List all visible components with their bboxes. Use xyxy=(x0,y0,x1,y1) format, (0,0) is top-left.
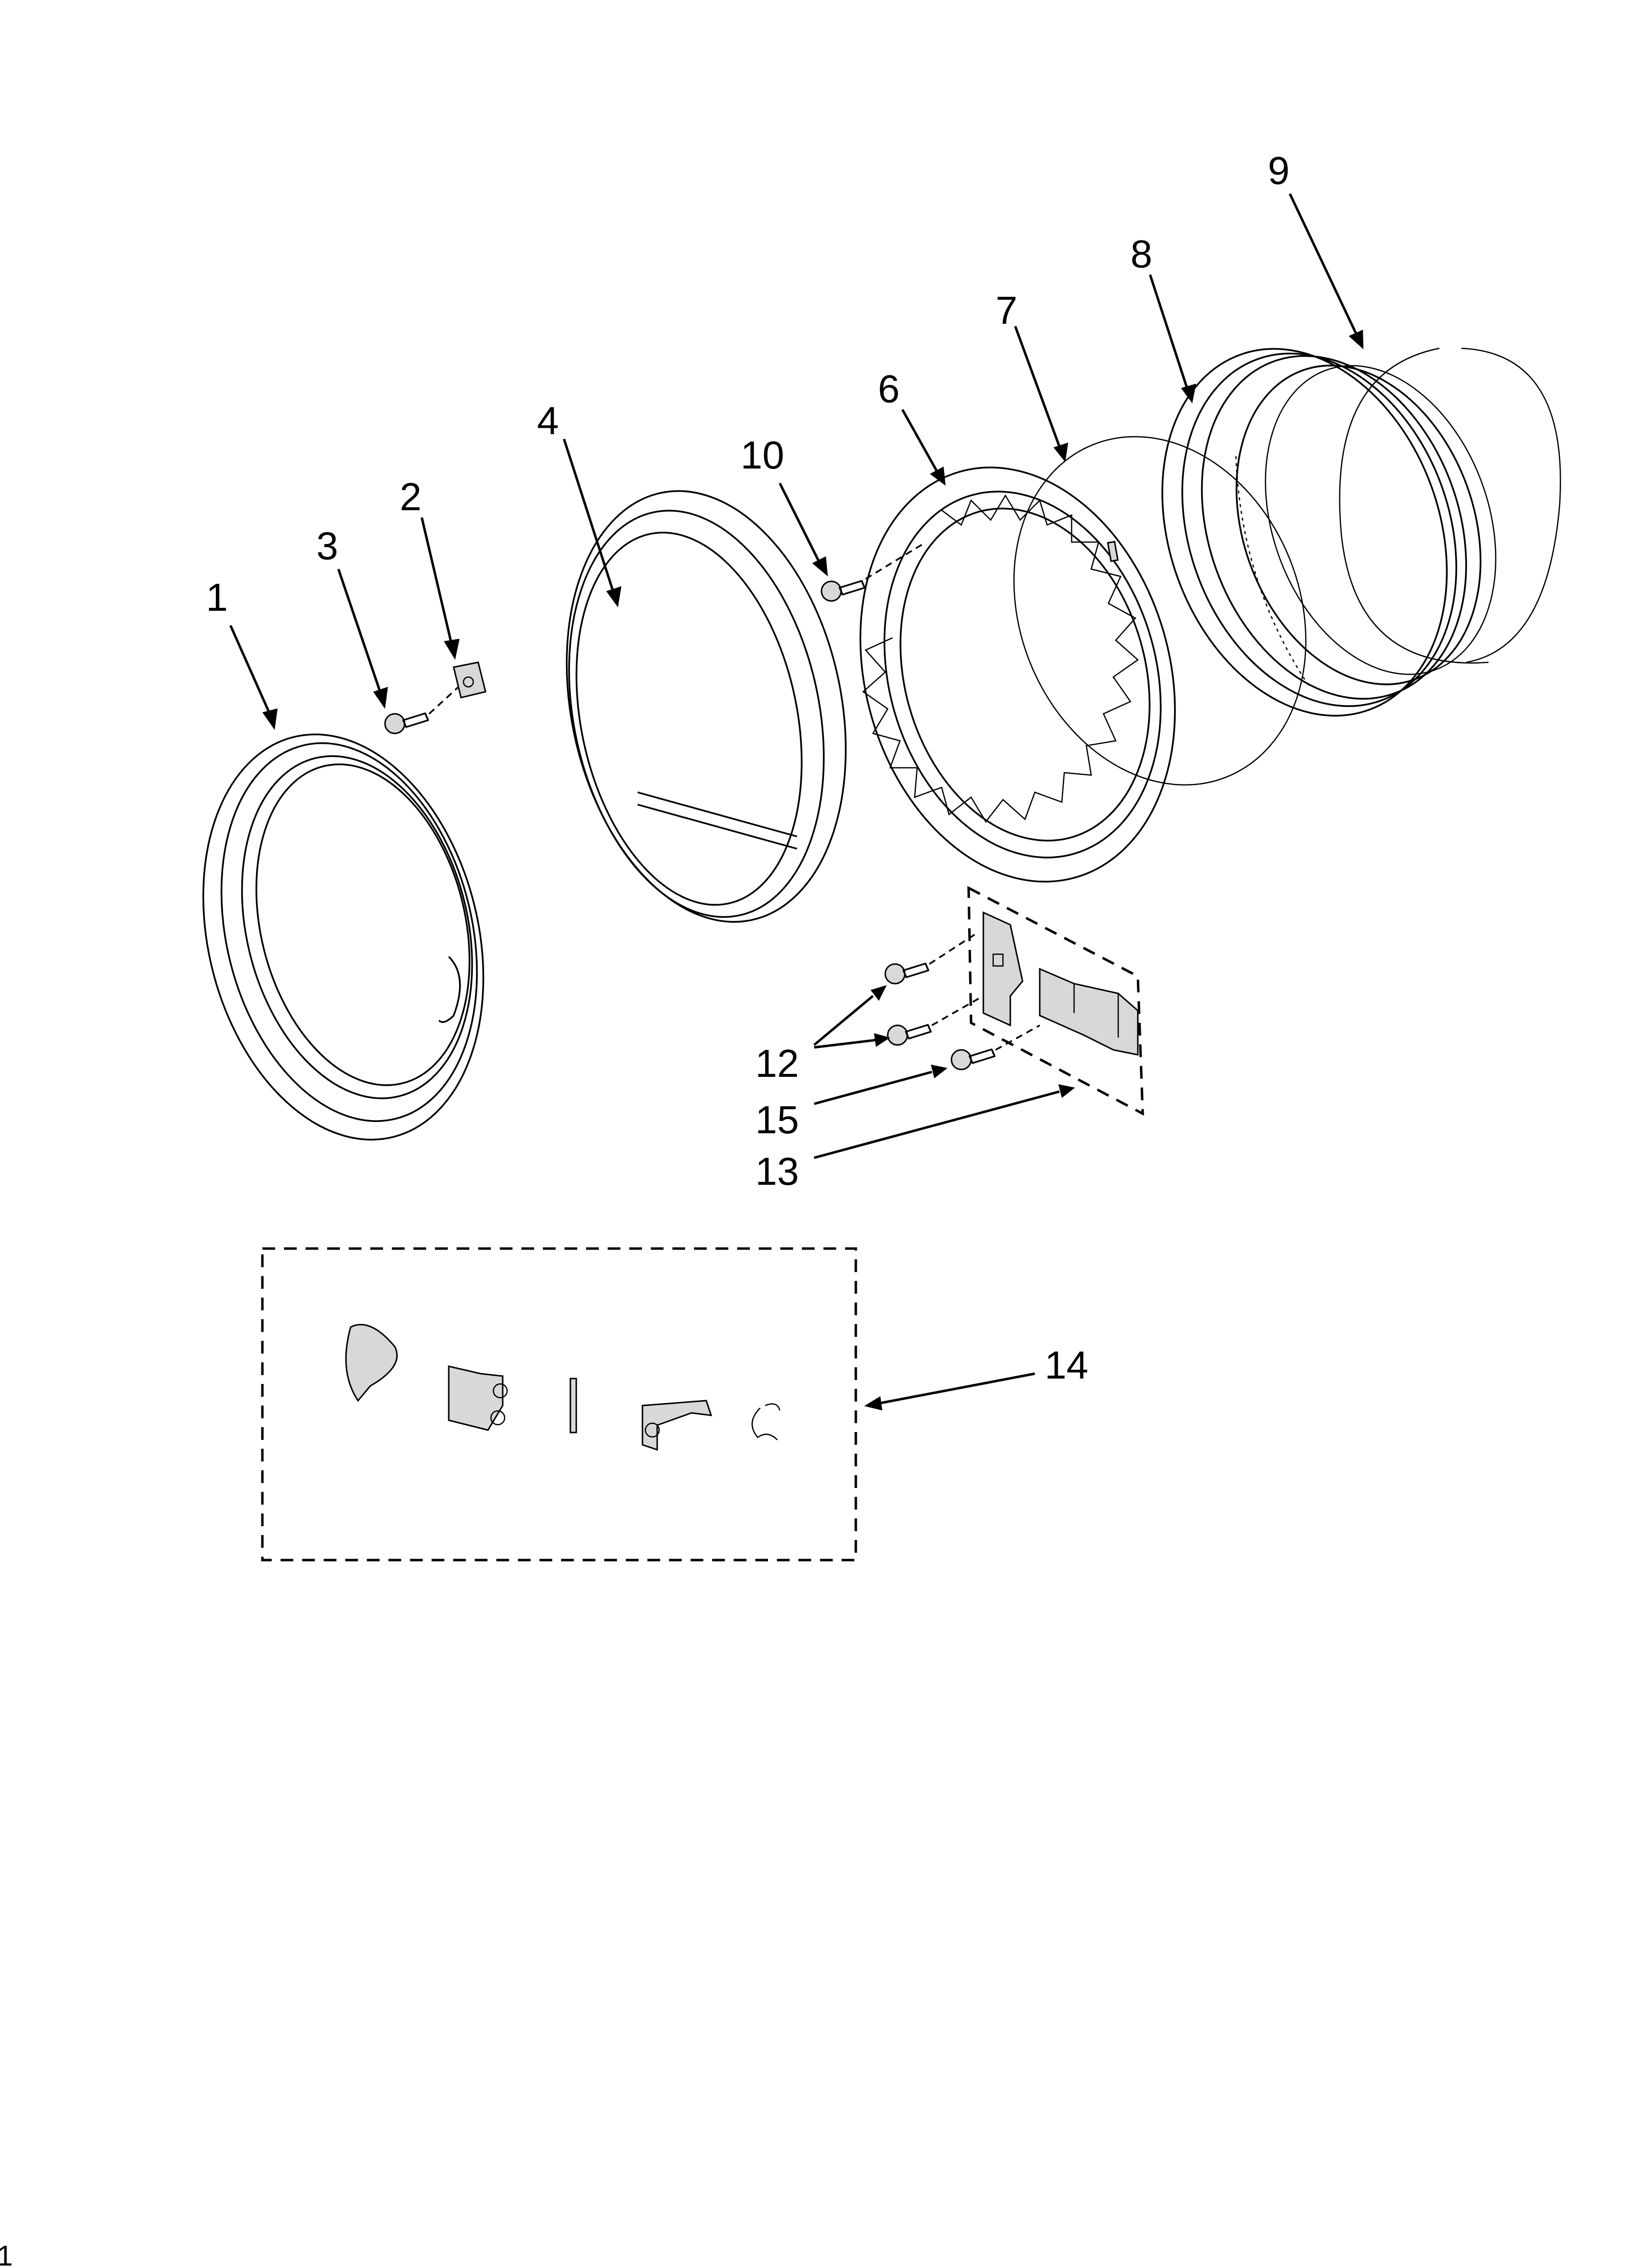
hinge-assembly-group xyxy=(884,886,1144,1116)
latch-hinge-block xyxy=(448,1365,504,1431)
part-9-wire-ring xyxy=(1339,347,1561,664)
callout-10: 10 xyxy=(741,433,784,477)
leader-arrows xyxy=(229,193,1363,1410)
part-14-latch-kit xyxy=(261,1247,857,1562)
part-8-door-bellows xyxy=(1161,348,1496,717)
part-12-screw-lower xyxy=(887,995,984,1046)
latch-hook xyxy=(641,1400,713,1451)
part-6-door-glass-ring xyxy=(859,467,1176,883)
part-12-screw-upper xyxy=(884,931,979,985)
callout-8: 8 xyxy=(1130,232,1153,276)
part-3-screw xyxy=(384,686,460,734)
callout-9: 9 xyxy=(1268,149,1290,192)
callout-15: 15 xyxy=(755,1098,799,1142)
latch-cover xyxy=(345,1324,398,1402)
part-7-seal-ring xyxy=(1013,436,1307,786)
part-4-inner-door-frame xyxy=(565,490,847,923)
callout-3: 3 xyxy=(316,524,338,568)
latch-spring xyxy=(751,1403,781,1440)
callout-12: 12 xyxy=(755,1042,799,1085)
page-number: 1 xyxy=(0,2240,13,2268)
part-10-screw xyxy=(821,544,923,602)
callout-14: 14 xyxy=(1045,1343,1088,1387)
callout-13: 13 xyxy=(755,1149,799,1193)
callout-6: 6 xyxy=(878,367,900,411)
callout-labels: 1 2 3 4 6 7 8 9 10 12 13 14 15 xyxy=(206,149,1290,1387)
part-2-strike-plate xyxy=(453,661,487,699)
latch-pin xyxy=(569,1378,577,1434)
callout-2: 2 xyxy=(400,475,422,519)
part-15-screw xyxy=(950,1024,1040,1070)
part-1-outer-door-ring xyxy=(202,733,485,1141)
callout-1: 1 xyxy=(206,575,228,619)
callout-4: 4 xyxy=(537,399,559,443)
callout-7: 7 xyxy=(996,288,1018,332)
